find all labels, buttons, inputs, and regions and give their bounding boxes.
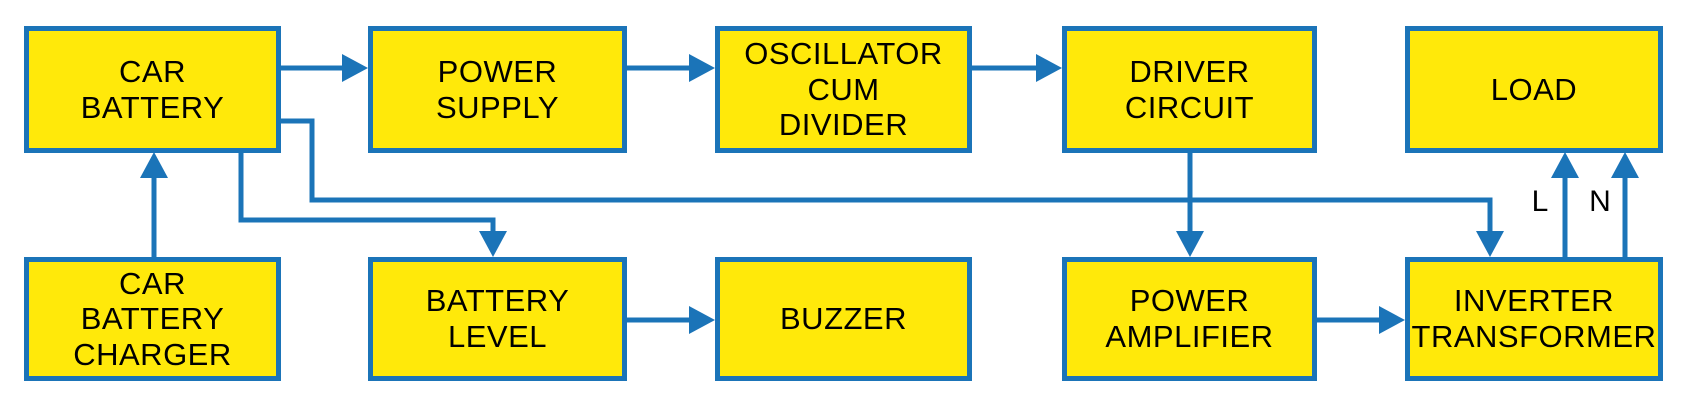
arrow-car-battery-to-power-supply xyxy=(281,54,368,82)
block-label: DRIVER CIRCUIT xyxy=(1124,53,1255,125)
arrow-power-supply-to-oscillator xyxy=(627,54,715,82)
block-label: INVERTER TRANSFORMER xyxy=(1411,283,1657,354)
block-car-battery-charger: CAR BATTERY CHARGER xyxy=(24,257,281,381)
block-label: BUZZER xyxy=(780,301,907,337)
block-label: POWER AMPLIFIER xyxy=(1105,283,1274,354)
block-power-supply: POWER SUPPLY xyxy=(368,26,627,153)
block-power-amplifier: POWER AMPLIFIER xyxy=(1062,257,1317,381)
block-label: OSCILLATOR CUM DIVIDER xyxy=(744,36,943,143)
block-buzzer: BUZZER xyxy=(715,257,972,381)
block-label: POWER SUPPLY xyxy=(435,53,560,125)
arrow-oscillator-to-driver-circuit xyxy=(972,54,1062,82)
block-label: LOAD xyxy=(1490,71,1578,107)
block-driver-circuit: DRIVER CIRCUIT xyxy=(1062,26,1317,153)
arrow-driver-circuit-to-power-amplifier xyxy=(1176,152,1204,257)
block-oscillator-cum-divider: OSCILLATOR CUM DIVIDER xyxy=(715,26,972,153)
block-label: CAR BATTERY CHARGER xyxy=(73,265,232,372)
block-load: LOAD xyxy=(1405,26,1663,153)
block-car-battery: CAR BATTERY xyxy=(24,26,281,153)
block-label: BATTERY LEVEL xyxy=(425,283,570,354)
wire-car-battery-to-battery-level xyxy=(238,151,507,257)
arrow-power-amplifier-to-inverter-transformer xyxy=(1317,306,1405,334)
block-inverter-transformer: INVERTER TRANSFORMER xyxy=(1405,257,1663,381)
block-label: CAR BATTERY xyxy=(80,53,225,125)
wire-label-live: L xyxy=(1531,185,1549,218)
arrow-charger-to-car-battery xyxy=(140,152,168,257)
arrow-battery-level-to-buzzer xyxy=(627,306,715,334)
wire-label-neutral: N xyxy=(1589,185,1611,218)
block-battery-level: BATTERY LEVEL xyxy=(368,257,627,381)
